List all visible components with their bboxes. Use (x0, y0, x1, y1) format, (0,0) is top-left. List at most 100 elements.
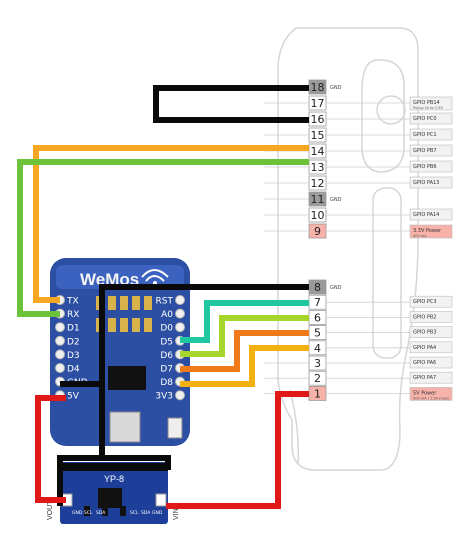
pin-number: 11 (311, 193, 325, 206)
wire-gnd-module-right (102, 455, 171, 470)
wires (17, 85, 309, 509)
module-pin-left: SDA (96, 510, 106, 516)
pin-number: 1 (314, 387, 321, 400)
gnd-note: GND (330, 85, 342, 91)
module-pin-left: GND (72, 510, 83, 516)
pin-number: 7 (314, 296, 321, 309)
flipper-pin-7: 7 GPIO PC3 (264, 294, 453, 310)
wemos-pin-d4: D4 (55, 363, 80, 375)
pin-number: 16 (311, 113, 325, 126)
pin-sublabel: Pullup 1k to 3.3V (413, 106, 443, 110)
wemos-pin-label: D4 (67, 365, 80, 375)
pin-label: GPIO PB6 (413, 164, 437, 170)
vout-label: VOUT (47, 500, 54, 520)
wemos-pin-d1: D1 (55, 322, 80, 334)
wemos-pin-label: D5 (160, 337, 173, 347)
pin-number: 5 (314, 327, 321, 340)
flipper-pin-11: 11 GND (264, 191, 342, 207)
wire-gnd-loop (153, 85, 309, 123)
pin-number: 9 (314, 225, 321, 238)
pin-label: GPIO PA14 (413, 212, 439, 218)
flipper-pin-6: 6 GPIO PB2 (264, 309, 453, 325)
pin-label: GPIO PB2 (413, 314, 437, 320)
wemos-pin-label: 5V (67, 392, 80, 402)
pin-label: GPIO PB3 (413, 330, 437, 336)
pin-number: 3 (314, 357, 321, 370)
wemos-pin-label: D7 (160, 365, 173, 375)
wire-d7 (180, 330, 309, 372)
pin-sublabel: 400 mA (413, 234, 427, 238)
pin-number: 8 (314, 281, 321, 294)
wemos-pin-label: D3 (67, 351, 80, 361)
wire-tx (33, 145, 309, 303)
wemos-pin-3v3: 3V3 (155, 390, 185, 402)
flipper-pin-13: 13 GPIO PB6 (264, 159, 453, 175)
wemos-pin-d3: D3 (55, 349, 80, 361)
pin-number: 12 (311, 177, 325, 190)
flipper-pin-2: 2 GPIO PA7 (264, 370, 453, 386)
flipper-pin-10: 10 GPIO PA14 (264, 207, 453, 223)
wire-5v-in (166, 391, 309, 509)
wemos-pin-label: RX (67, 310, 79, 320)
wire-d6 (180, 315, 309, 357)
wemos-pin-label: D1 (67, 324, 80, 334)
pin-number: 6 (314, 311, 321, 324)
reset-button (167, 417, 183, 439)
module-name: YP-8 (104, 474, 124, 484)
flipper-pin-3: 3 GPIO PA6 (264, 355, 453, 371)
pin-number: 10 (311, 209, 325, 222)
flipper-pin-12: 12 GPIO PA13 (264, 175, 453, 191)
pin-label: GPIO PA4 (413, 345, 436, 351)
ch340-chip (108, 366, 146, 390)
pin-number: 14 (311, 145, 325, 158)
pin-number: 4 (314, 342, 321, 355)
vin-label: VIN (173, 508, 180, 520)
module-pin-right: SDA (141, 510, 151, 516)
module-pin-left: SCL (84, 510, 93, 516)
pin-sublabel: 500 mA / 1.5A (max) (413, 396, 450, 400)
wemos-pin-d0: D0 (160, 322, 185, 334)
pin-label: GPIO PC1 (413, 132, 437, 138)
wemos-pin-label: RST (156, 297, 174, 307)
module-pin-right: GND (152, 510, 163, 516)
pin-label: GPIO PC0 (413, 116, 437, 122)
wire-rx (17, 159, 309, 317)
wemos-pin-label: A0 (161, 310, 173, 320)
pin-label: GPIO PA7 (413, 375, 436, 381)
wemos-pin-label: D2 (67, 337, 80, 347)
pin-label: 5V Power (413, 390, 437, 396)
pin-label: GPIO PB7 (413, 148, 437, 154)
pin-number: 2 (314, 372, 321, 385)
flipper-device-outline (277, 27, 419, 471)
wire-5v-out (35, 395, 66, 503)
pin-number: 15 (311, 129, 325, 142)
pin-number: 13 (311, 161, 325, 174)
wemos-pin-label: D8 (160, 378, 173, 388)
pin-label: GPIO PA13 (413, 180, 439, 186)
gnd-note: GND (330, 285, 342, 291)
usb-port (109, 411, 141, 443)
wemos-pin-label: TX (66, 297, 79, 307)
wire-d5 (180, 300, 309, 343)
pin-number: 18 (311, 81, 325, 94)
wire-d8 (180, 345, 309, 387)
pin-number: 17 (311, 97, 325, 110)
wemos-pin-a0: A0 (161, 308, 185, 320)
wemos-pin-d2: D2 (55, 335, 80, 347)
wemos-pin-label: 3V3 (155, 392, 173, 402)
wemos-pin-label: D0 (160, 324, 173, 334)
wemos-pin-label: D6 (160, 351, 173, 361)
wemos-pin-rst: RST (156, 295, 185, 307)
pin-label: 3.3V Power (413, 228, 442, 234)
pin-label: GPIO PA6 (413, 360, 436, 366)
flipper-pin-15: 15 GPIO PC1 (264, 127, 453, 143)
module-pin-right: SCL (130, 510, 139, 516)
pin-label: GPIO PC3 (413, 299, 437, 305)
gnd-note: GND (330, 197, 342, 203)
